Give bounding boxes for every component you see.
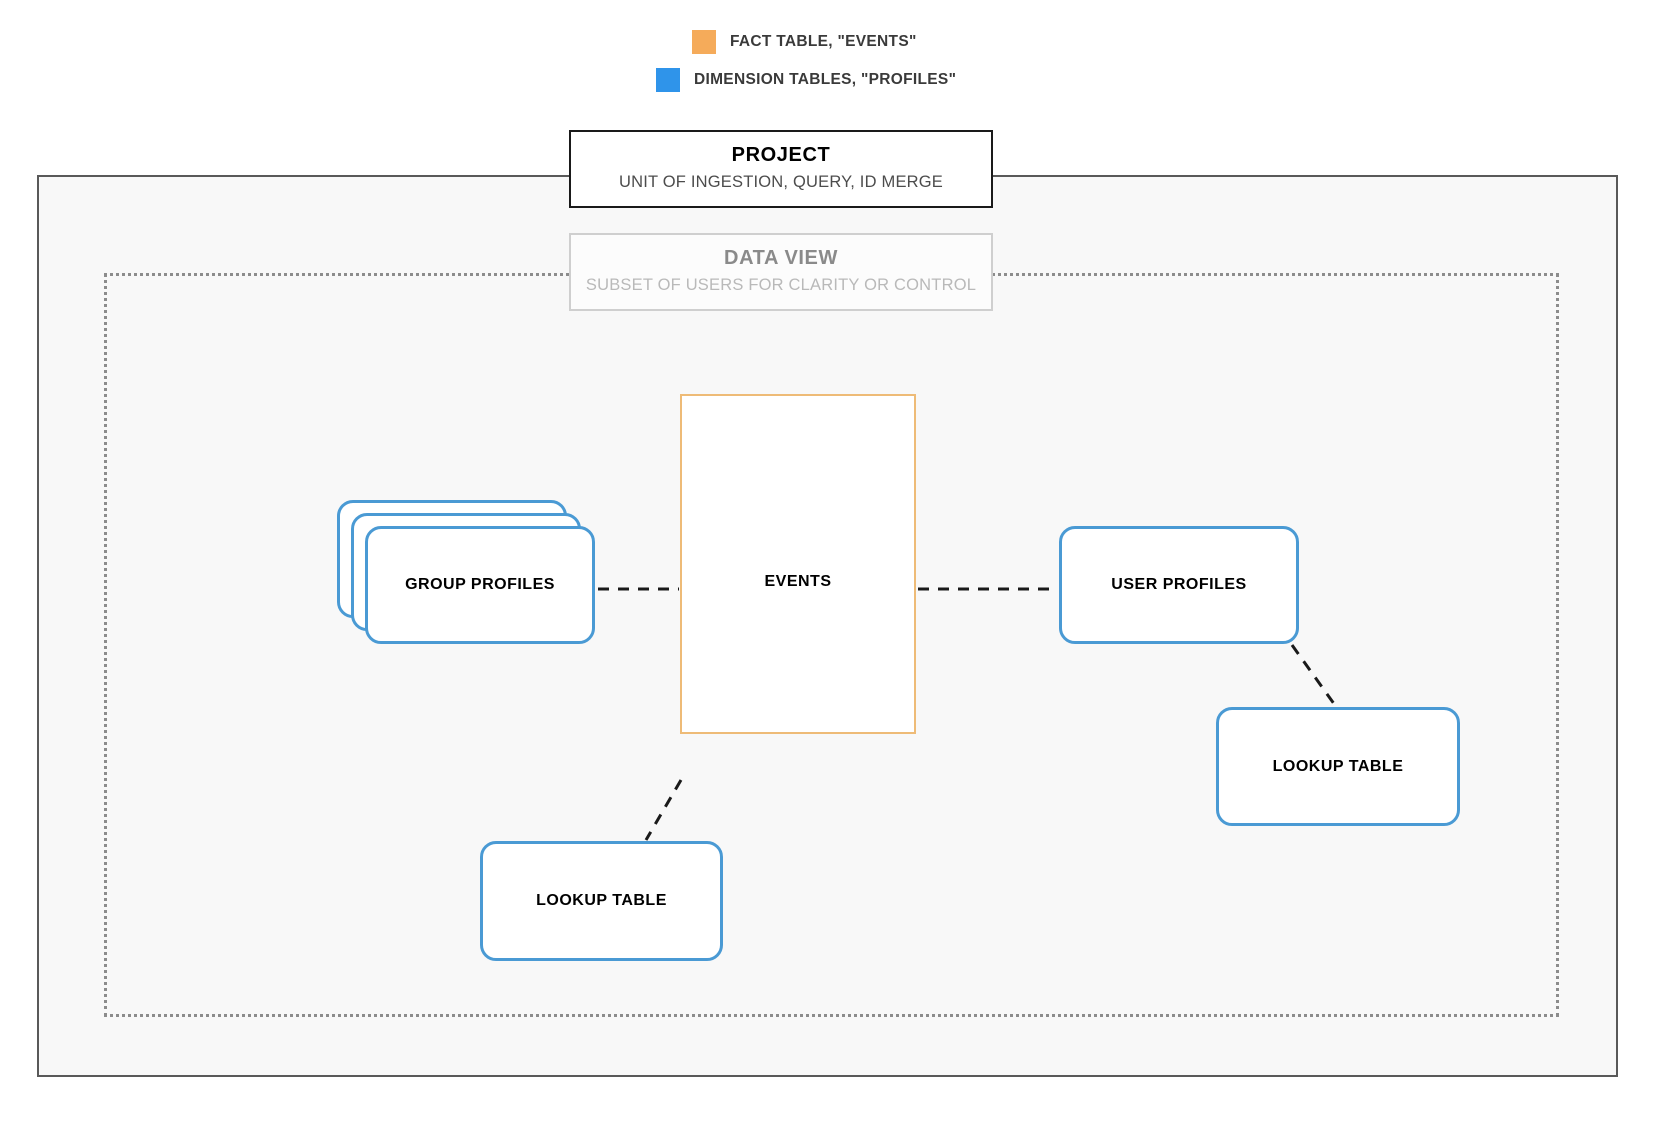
node-lookup-table-left[interactable]: LOOKUP TABLE	[480, 841, 723, 961]
node-user-profiles[interactable]: USER PROFILES	[1059, 526, 1299, 644]
node-lookup-table-left-label: LOOKUP TABLE	[536, 892, 667, 909]
project-subtitle: UNIT OF INGESTION, QUERY, ID MERGE	[618, 173, 943, 191]
legend-label-dimension-tables: DIMENSION TABLES, "PROFILES"	[694, 71, 957, 88]
node-lookup-table-right-label: LOOKUP TABLE	[1272, 757, 1404, 775]
project-header-box: PROJECT UNIT OF INGESTION, QUERY, ID MER…	[569, 130, 993, 208]
blue-square-swatch	[656, 68, 680, 92]
data-view-subtitle: SUBSET OF USERS FOR CLARITY OR CONTROL	[585, 276, 977, 294]
project-title: PROJECT	[731, 144, 831, 166]
data-view-title: DATA VIEW	[724, 247, 838, 269]
data-view-header-box: DATA VIEW SUBSET OF USERS FOR CLARITY OR…	[569, 233, 993, 311]
legend: FACT TABLE, "EVENTS" DIMENSION TABLES, "…	[0, 28, 1664, 104]
node-user-profiles-label: USER PROFILES	[1111, 576, 1247, 593]
node-group-profiles-label: GROUP PROFILES	[405, 576, 555, 593]
legend-item-fact-table: FACT TABLE, "EVENTS"	[0, 28, 1664, 56]
node-lookup-table-right[interactable]: LOOKUP TABLE	[1216, 707, 1460, 826]
legend-item-dimension-tables: DIMENSION TABLES, "PROFILES"	[0, 66, 1664, 94]
legend-label-fact-table: FACT TABLE, "EVENTS"	[730, 33, 917, 50]
node-events[interactable]: EVENTS	[680, 394, 916, 734]
node-events-label: EVENTS	[764, 573, 832, 590]
node-group-profiles[interactable]: GROUP PROFILES	[337, 500, 595, 645]
group-profiles-stack-card-front[interactable]: GROUP PROFILES	[365, 526, 595, 644]
orange-square-swatch	[692, 30, 716, 54]
